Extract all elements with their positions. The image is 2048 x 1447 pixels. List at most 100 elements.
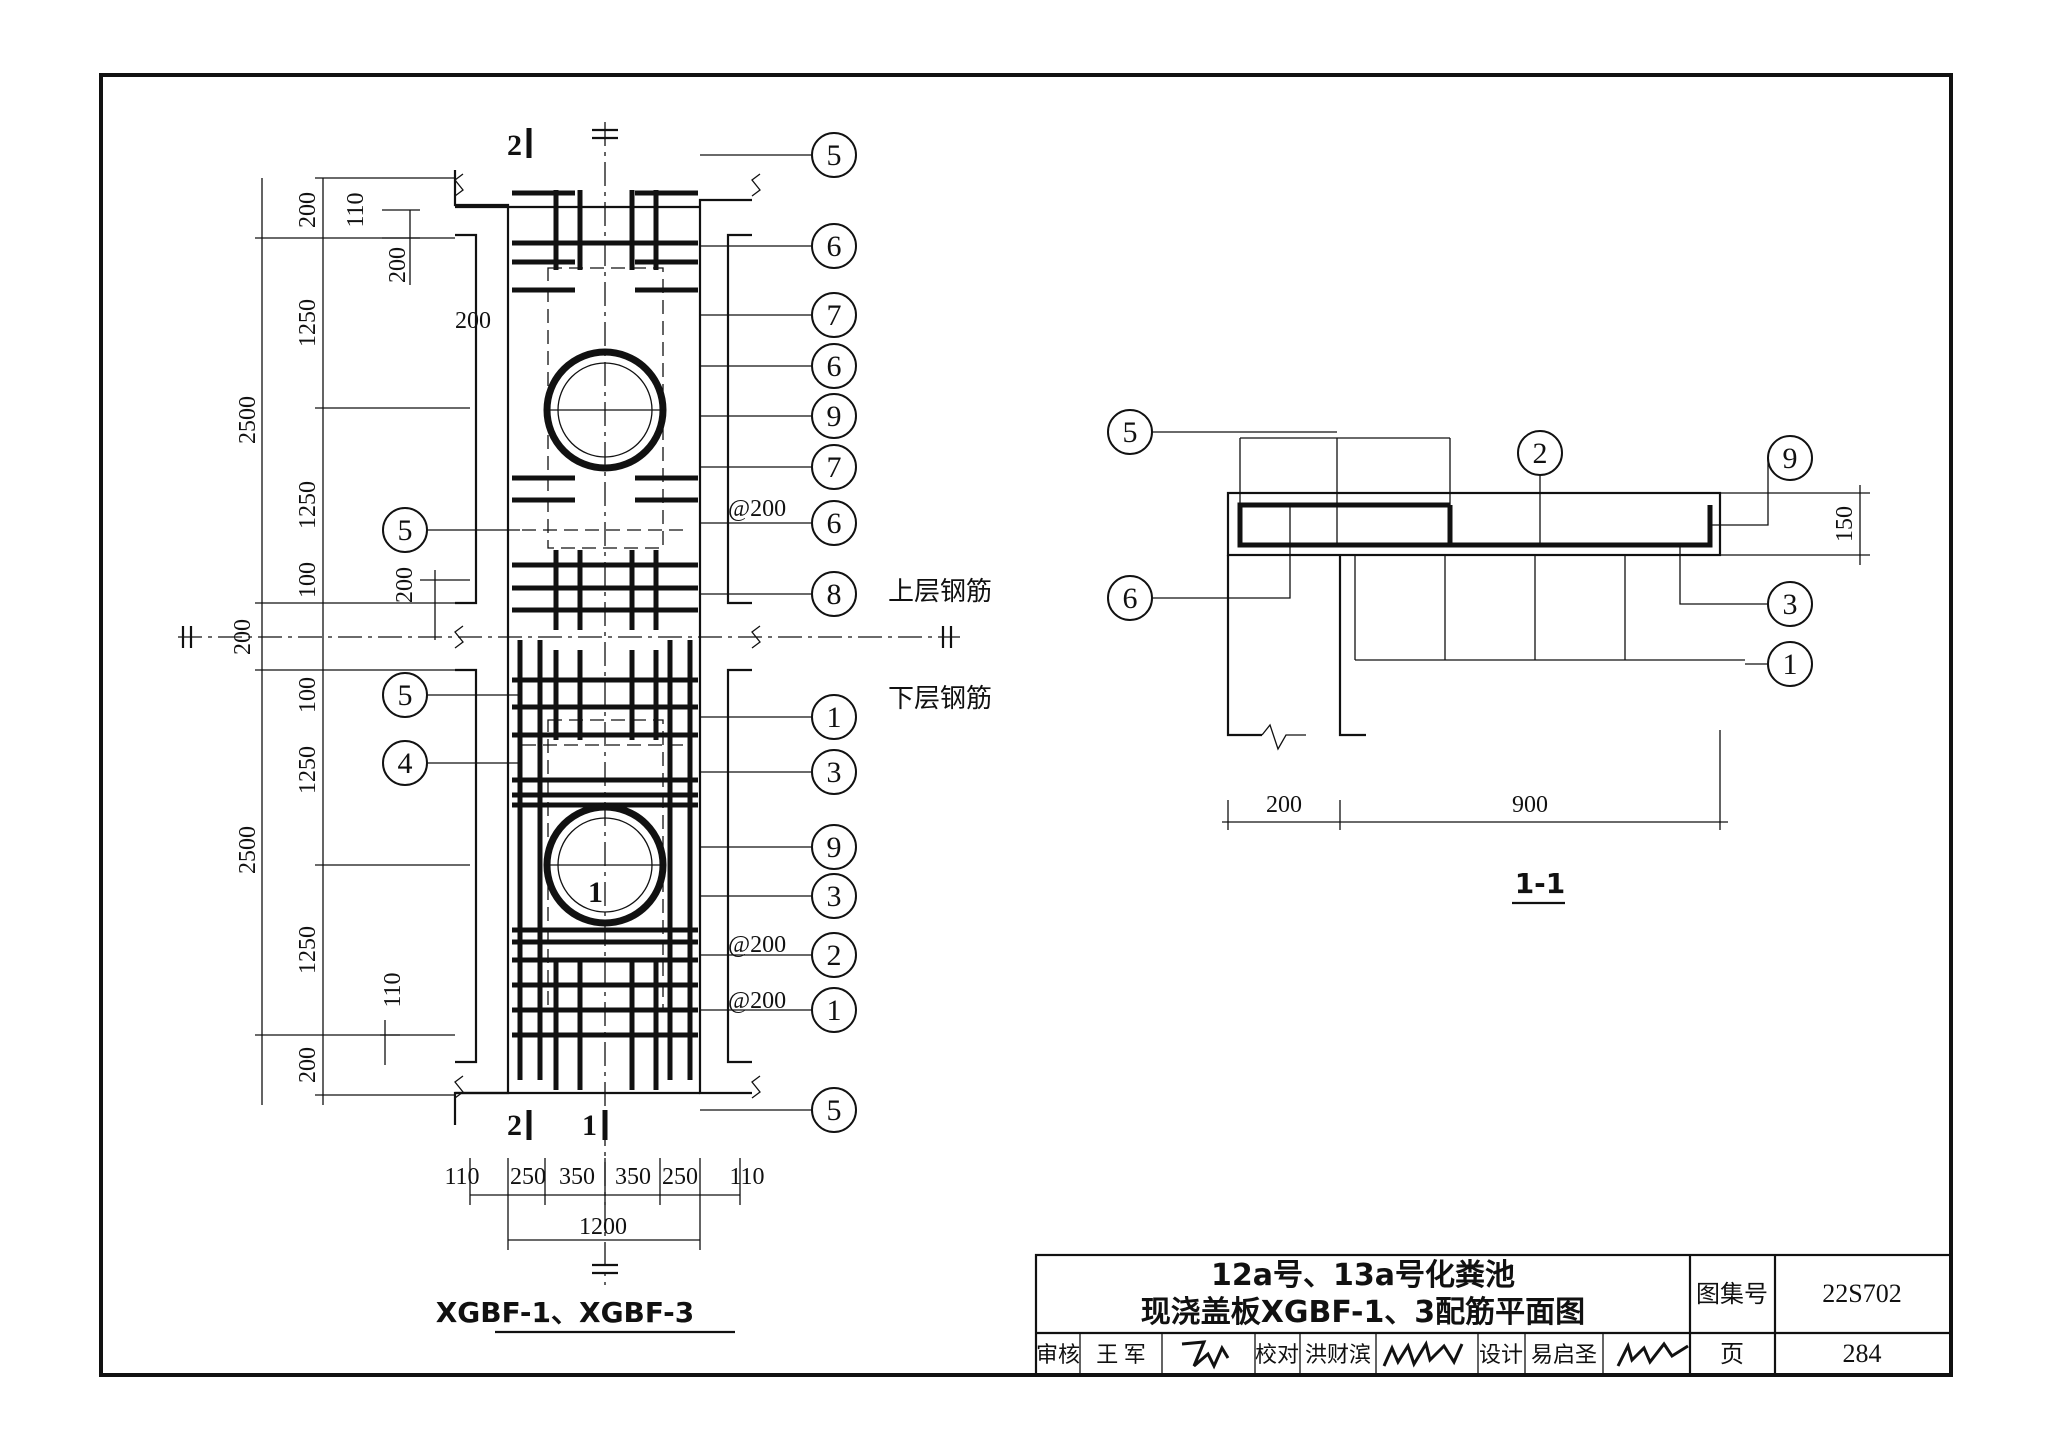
slab-walls [453, 170, 761, 1125]
plan-caption: XGBF-1、XGBF-3 [436, 1296, 695, 1329]
section-dim-150: 150 [1832, 506, 1858, 542]
centerline-symbol-top [592, 128, 618, 140]
callout-5: 5 [811, 132, 857, 178]
callout-9-number: 9 [827, 400, 842, 433]
reviewer-name: 王 军 [1096, 1342, 1146, 1367]
callout-2: 2 [811, 932, 857, 978]
section-wall-right [1338, 555, 1366, 737]
callout-9: 9 [811, 824, 857, 870]
dim-110-top: 110 [343, 192, 369, 227]
callout-1: 1 [811, 694, 857, 740]
callout-6-number: 6 [827, 350, 842, 383]
dim-1200: 1200 [579, 1214, 627, 1240]
dim-110-bottom: 110 [380, 972, 406, 1007]
checker-signature [1382, 1340, 1464, 1368]
dim-250-left: 250 [510, 1164, 546, 1190]
dim-200-small-top: 200 [385, 247, 411, 283]
callout-8: 8 [811, 571, 857, 617]
callout-6: 6 [811, 223, 857, 269]
check-label: 校对 [1255, 1342, 1299, 1367]
atlas-number: 22S702 [1822, 1279, 1901, 1308]
dim-250-right: 250 [662, 1164, 698, 1190]
callout-6-number: 6 [827, 507, 842, 540]
plan-view: 2 2 1 1 200 2500 200 2 [178, 122, 992, 1334]
hidden-edges [522, 267, 690, 1011]
upper-layer-label: 上层钢筋 [888, 577, 992, 606]
section-break-line [1261, 723, 1306, 751]
designer-name: 易启圣 [1531, 1342, 1597, 1367]
spacing-note-1: @200 [728, 496, 786, 522]
callout-7: 7 [811, 292, 857, 338]
callout-7-number: 7 [827, 451, 842, 484]
section-dim-900: 900 [1512, 792, 1548, 818]
section-callout-1: 1 [1767, 641, 1813, 687]
section-callout-6: 6 [1107, 575, 1153, 621]
reviewer-signature [1181, 1340, 1230, 1370]
callout-6: 6 [811, 500, 857, 546]
callout-5-number: 5 [827, 1094, 842, 1127]
section-slab-outline [1226, 491, 1722, 557]
centerline-symbol-bottom [592, 1263, 618, 1275]
title-line-1: 12a号、13a号化粪池 [1211, 1258, 1515, 1293]
dim-200-top: 200 [295, 192, 321, 228]
section-bottom-bar [1240, 505, 1713, 548]
dim-110-right: 110 [729, 1164, 764, 1190]
title-line-2: 现浇盖板XGBF-1、3配筋平面图 [1141, 1295, 1585, 1330]
callout-5-number: 5 [827, 139, 842, 172]
section-callout-5: 5 [1107, 409, 1153, 455]
dim-200-small-mid: 200 [392, 567, 418, 603]
callout-3: 3 [811, 873, 857, 919]
review-label: 审核 [1036, 1342, 1080, 1367]
sheet-border [99, 73, 1953, 1377]
lower-layer-label: 下层钢筋 [888, 684, 992, 713]
callout-6: 6 [811, 343, 857, 389]
callout-1-number: 1 [827, 994, 842, 1027]
dimension-left: 200 2500 200 2500 200 1250 1250 100 100 … [230, 177, 491, 1105]
callout-9: 9 [811, 393, 857, 439]
callout-4-number: 4 [398, 747, 413, 780]
callout-8-number: 8 [827, 578, 842, 611]
section-callout-9-number: 9 [1783, 442, 1798, 475]
design-label: 设计 [1479, 1342, 1523, 1367]
callout-1: 1 [811, 987, 857, 1033]
section-callout-3-number: 3 [1783, 588, 1798, 621]
section-callout-3: 3 [1767, 581, 1813, 627]
dim-110-left: 110 [444, 1164, 479, 1190]
callout-3: 3 [811, 749, 857, 795]
callout-2-number: 2 [827, 939, 842, 972]
dim-2500-lower: 2500 [235, 826, 261, 874]
section-top-bar [1237, 502, 1450, 548]
dim-200-mid: 200 [230, 619, 256, 655]
section-caption: 1-1 [1515, 867, 1566, 900]
callout-9-number: 9 [827, 831, 842, 864]
dim-1250-b: 1250 [295, 481, 321, 529]
section-wall-left [1226, 555, 1262, 737]
dim-1250-c: 1250 [295, 746, 321, 794]
spacing-note-2: @200 [728, 932, 786, 958]
designer-signature [1616, 1341, 1689, 1367]
callout-3-number: 3 [827, 756, 842, 789]
page-number: 284 [1843, 1339, 1882, 1368]
callout-5: 5 [382, 672, 428, 718]
section-callout-2: 2 [1517, 430, 1563, 476]
section-callouts: 5 2 9 6 3 1 [1107, 409, 1813, 687]
section-callout-1-number: 1 [1783, 648, 1798, 681]
dim-1250-a: 1250 [295, 299, 321, 347]
checker-name: 洪财滨 [1305, 1342, 1371, 1367]
section-mark-2-bottom: 2 [507, 1109, 522, 1142]
page-label: 页 [1720, 1342, 1744, 1368]
callout-5-number: 5 [398, 679, 413, 712]
title-block: 12a号、13a号化粪池 现浇盖板XGBF-1、3配筋平面图 图集号 22S70… [1034, 1253, 1953, 1377]
section-callout-2-number: 2 [1533, 437, 1548, 470]
section-callout-5-number: 5 [1123, 416, 1138, 449]
dim-350-left: 350 [559, 1164, 595, 1190]
opening-top [543, 348, 667, 472]
opening-bottom [543, 803, 667, 927]
dim-2500-upper: 2500 [235, 396, 261, 444]
dim-100-b: 100 [295, 677, 321, 713]
reinforcement-bars [512, 190, 698, 1090]
